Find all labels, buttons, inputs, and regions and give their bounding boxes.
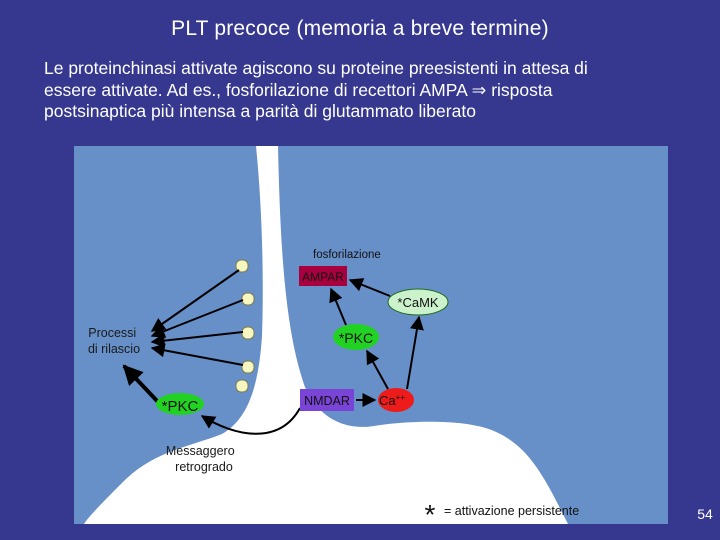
ca-to-camk-arrow — [406, 315, 424, 390]
slide-title: PLT precoce (memoria a breve termine) — [171, 17, 549, 40]
camk-label: *CaMK — [397, 295, 439, 310]
release-arrow — [150, 343, 244, 366]
pkc-post-label: *PKC — [339, 330, 373, 346]
page-number: 54 — [697, 506, 713, 522]
presynaptic-terminal — [74, 146, 263, 524]
vesicle — [241, 326, 255, 340]
camk-to-ampar-arrow — [348, 278, 391, 297]
messaggero-label: Messaggero retrogrado — [166, 444, 238, 474]
legend-text: = attivazione persistente — [444, 504, 579, 518]
ampar-box — [299, 266, 347, 286]
pkc-to-release-arrow — [122, 364, 162, 406]
vesicle — [235, 379, 249, 393]
subtitle-line-3: postsinaptica più intensa a parità di gl… — [44, 101, 476, 121]
processi-label-line-2: di rilascio — [88, 342, 140, 356]
calcium-charge: ++ — [396, 393, 406, 402]
ca-to-pkc-arrow — [366, 349, 389, 390]
release-arrow — [150, 331, 244, 348]
fosforilazione-label: fosforilazione — [313, 249, 381, 261]
messaggero-label-line-2: retrogrado — [175, 460, 233, 474]
camk-badge — [387, 288, 449, 316]
calcium-symbol: Ca — [379, 393, 396, 408]
pkc-post-badge — [333, 324, 379, 350]
pkc-to-ampar-arrow — [329, 287, 347, 326]
slide-subtitle: Le proteinchinasi attivate agiscono su p… — [44, 58, 684, 123]
retrograde-arrow — [200, 407, 301, 435]
vesicle — [241, 292, 255, 306]
release-arrow — [150, 299, 244, 338]
pkc-pre-badge — [156, 393, 204, 415]
vesicle — [235, 259, 249, 273]
calcium-label: Ca++ — [379, 393, 405, 408]
pkc-pre-label: *PKC — [162, 398, 199, 415]
messaggero-label-line-1: Messaggero — [166, 444, 235, 458]
legend-star: * — [425, 499, 436, 524]
subtitle-line-1: Le proteinchinasi attivate agiscono su p… — [44, 58, 588, 78]
processi-label: Processi di rilascio — [88, 326, 140, 356]
subtitle-line-2: essere attivate. Ad es., fosforilazione … — [44, 79, 553, 100]
synapse-diagram: Processi di rilascio *PKC Messaggero ret… — [74, 146, 668, 524]
vesicle — [241, 360, 255, 374]
signaling-arrows — [329, 278, 424, 407]
ampar-label: AMPAR — [302, 270, 344, 284]
postsynaptic-neuron — [278, 146, 668, 524]
processi-label-line-1: Processi — [88, 326, 136, 340]
calcium-badge — [378, 388, 414, 412]
nmdar-box — [300, 389, 354, 411]
nmdar-label: NMDAR — [304, 394, 350, 408]
synapse-svg: Processi di rilascio *PKC Messaggero ret… — [74, 146, 668, 524]
release-arrow — [150, 269, 240, 332]
release-arrows — [150, 269, 244, 366]
